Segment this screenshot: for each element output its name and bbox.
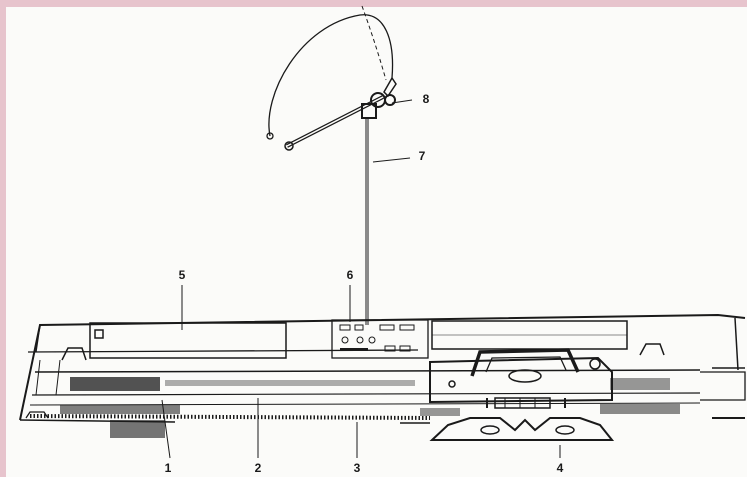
carriage: [429, 348, 615, 441]
needle-bed: [29, 369, 701, 438]
callout-labels: 1 2 3 4 5 6 7 8: [165, 92, 564, 475]
paper-background: [6, 7, 747, 477]
callout-6: 6: [347, 268, 354, 282]
frame-border-left: [0, 0, 6, 477]
callout-4: 4: [557, 461, 564, 475]
callout-3: 3: [354, 461, 361, 475]
callout-2: 2: [255, 461, 262, 475]
leader-lines: [161, 99, 561, 459]
callout-7: 7: [419, 149, 426, 163]
back-panel: [89, 320, 628, 359]
callout-5: 5: [179, 268, 186, 282]
sinker-row: [29, 414, 431, 420]
frame-border-top: [0, 0, 747, 7]
callout-1: 1: [165, 461, 172, 475]
tension-arm: [284, 76, 397, 151]
control-panel: [331, 319, 429, 359]
tension-wire: [266, 5, 394, 140]
callout-8: 8: [423, 92, 430, 106]
